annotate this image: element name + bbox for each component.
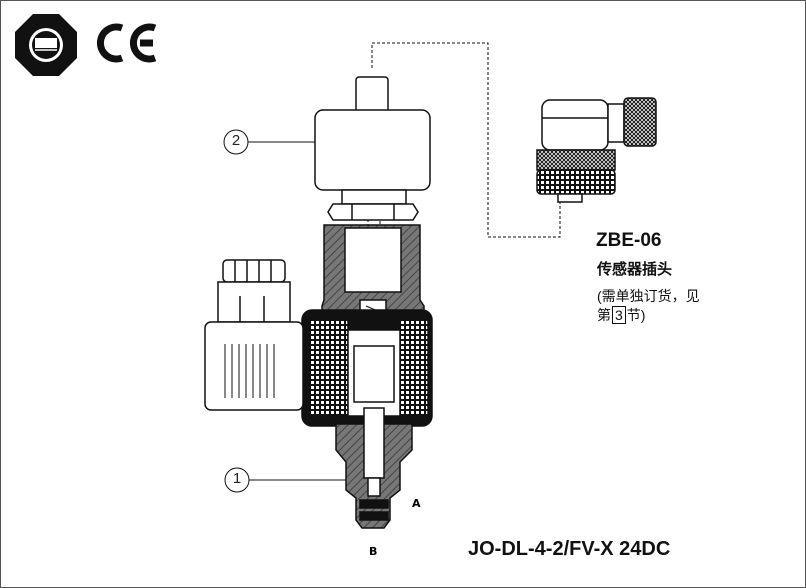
sensor-head — [314, 76, 431, 221]
connector-code: ZBE-06 — [596, 230, 662, 251]
leader-lines — [223, 129, 346, 493]
sensor-note-line1: (需单独订货，见 — [597, 288, 700, 304]
section-ref: 3 — [612, 306, 626, 324]
model-code: JO-DL-4-2/FV-X 24DC — [468, 538, 671, 560]
callout-1: 1 — [232, 470, 242, 487]
solenoid-plug — [204, 259, 304, 411]
tuv-logo — [15, 14, 77, 76]
ce-mark — [97, 23, 157, 63]
solenoid-coil — [301, 309, 433, 427]
valve-cartridge — [335, 407, 413, 529]
zbe-06-connector — [536, 97, 657, 203]
sensor-plug-label: 传感器插头 — [597, 261, 673, 278]
valve-body — [321, 224, 425, 331]
sensor-note-suffix: 节) — [626, 307, 646, 323]
sensor-note-prefix: 第 — [597, 307, 611, 323]
port-b-label: B — [369, 545, 378, 558]
callout-2: 2 — [231, 132, 241, 149]
port-a-label: A — [412, 497, 421, 510]
